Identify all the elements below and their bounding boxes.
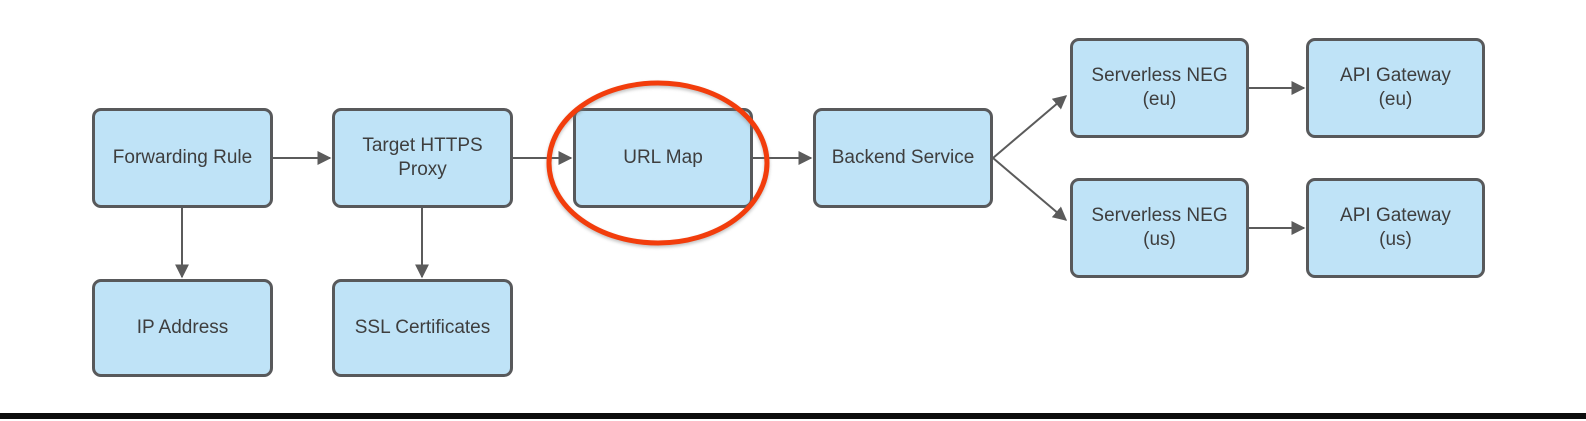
node-label: Backend Service xyxy=(831,146,975,168)
node-label: Forwarding Rule xyxy=(112,146,253,168)
bottom-divider-bar xyxy=(0,413,1586,419)
node-label: SSL Certificates xyxy=(354,316,491,338)
node-backend-service: Backend Service xyxy=(813,108,993,208)
node-serverless-neg-us: Serverless NEG (us) xyxy=(1070,178,1249,278)
node-label: Serverless NEG (us) xyxy=(1091,204,1228,250)
node-target-https-proxy: Target HTTPS Proxy xyxy=(332,108,513,208)
node-label: Serverless NEG (eu) xyxy=(1091,64,1228,110)
node-ip-address: IP Address xyxy=(92,279,273,377)
node-url-map: URL Map xyxy=(573,108,753,208)
node-label: IP Address xyxy=(136,316,229,338)
node-label: URL Map xyxy=(623,146,703,168)
arrow-backend-service-to-serverless-neg-eu xyxy=(992,95,1068,159)
node-label: Target HTTPS Proxy xyxy=(362,134,483,180)
node-api-gateway-eu: API Gateway (eu) xyxy=(1306,38,1485,138)
arrow-backend-service-to-serverless-neg-us xyxy=(992,157,1068,221)
node-api-gateway-us: API Gateway (us) xyxy=(1306,178,1485,278)
node-label: API Gateway (us) xyxy=(1340,204,1451,250)
node-serverless-neg-eu: Serverless NEG (eu) xyxy=(1070,38,1249,138)
node-ssl-certificates: SSL Certificates xyxy=(332,279,513,377)
node-forwarding-rule: Forwarding Rule xyxy=(92,108,273,208)
node-label: API Gateway (eu) xyxy=(1340,64,1451,110)
